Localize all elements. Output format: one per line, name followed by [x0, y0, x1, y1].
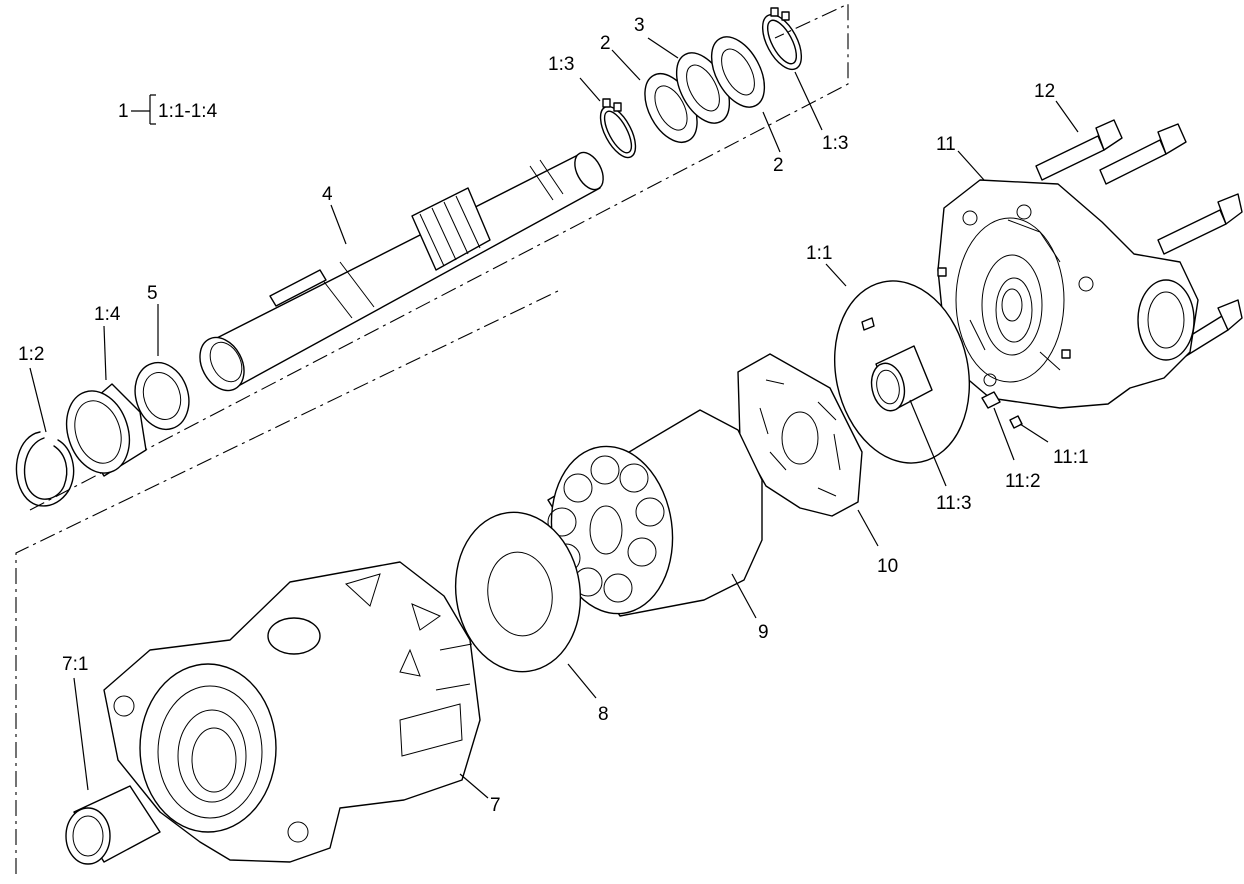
callout-9: 9 — [758, 622, 769, 643]
callout-7: 7 — [490, 795, 501, 816]
bearing-part-7-1 — [65, 785, 161, 865]
callout-4: 4 — [322, 184, 333, 205]
bearing-part-11-3 — [870, 345, 933, 412]
callout-1-2: 1:2 — [18, 344, 44, 365]
assembly-centerline-upper — [29, 3, 849, 511]
shaft-part-4 — [199, 151, 604, 392]
callout-7-1: 7:1 — [62, 654, 88, 675]
retaining-ring-part-1-2 — [15, 431, 75, 507]
callout-5: 5 — [147, 283, 158, 304]
callout-8: 8 — [598, 704, 609, 725]
callout-11-1: 11:1 — [1053, 447, 1089, 468]
callout-1-1: 1:1 — [806, 243, 832, 264]
callout-1-4: 1:4 — [94, 304, 121, 325]
end-cover-part-11 — [937, 179, 1199, 409]
snap-ring-part-1-3-a — [599, 98, 637, 159]
callout-11-3: 11:3 — [936, 493, 972, 514]
callout-2-a: 2 — [600, 33, 611, 54]
callout-2-b: 2 — [773, 155, 784, 176]
callout-10: 10 — [877, 556, 898, 577]
callout-labels: 1:3 2 3 2 1:3 12 11 4 1:1 5 1:4 1:2 10 1… — [18, 15, 1089, 816]
cylinder-block-part-9 — [547, 409, 763, 617]
callout-12: 12 — [1034, 81, 1055, 102]
washer-part-2-b — [710, 36, 766, 108]
callout-1-3-a: 1:3 — [548, 54, 574, 75]
legend-range-label: 1:1-1:4 — [158, 101, 218, 122]
legend-item-label: 1 — [118, 101, 129, 122]
swash-plate-part-8 — [454, 511, 582, 673]
assembly-centerline-lower — [15, 289, 561, 874]
washer-part-5 — [134, 361, 190, 431]
seal-part-1-4 — [65, 383, 147, 477]
pin-part-11-2 — [981, 391, 1001, 409]
snap-ring-part-1-3-b — [761, 7, 803, 71]
legend: 1 1:1-1:4 — [118, 94, 218, 125]
leader-lines — [29, 37, 1079, 799]
callout-11: 11 — [936, 134, 956, 155]
callout-11-2: 11:2 — [1005, 471, 1041, 492]
callout-1-3-b: 1:3 — [822, 133, 848, 154]
pin-part-11-1 — [1009, 415, 1023, 429]
housing-part-7 — [103, 561, 481, 863]
callout-3: 3 — [634, 15, 645, 36]
